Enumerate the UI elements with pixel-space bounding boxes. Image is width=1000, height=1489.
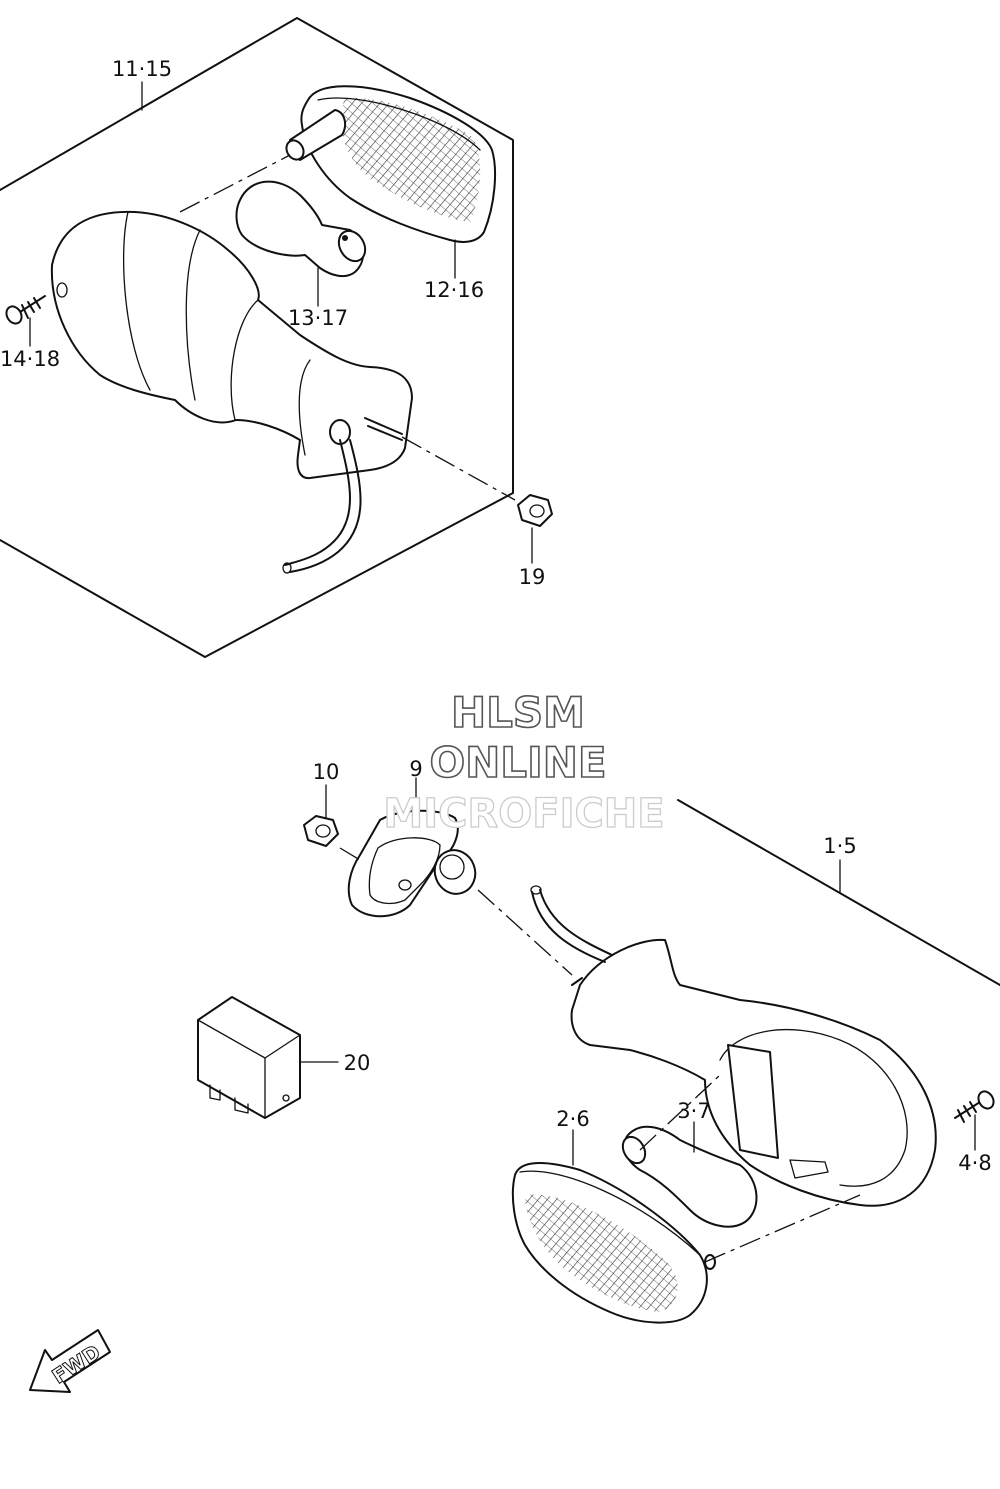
rear-wire bbox=[284, 439, 351, 566]
label-11-15: 11·15 bbox=[112, 57, 172, 81]
front-stud bbox=[571, 977, 583, 986]
rear-turn-signal-group bbox=[0, 17, 553, 658]
rear-bulb bbox=[235, 180, 365, 278]
rear-wire-outer bbox=[289, 439, 362, 573]
rear-housing-neck bbox=[230, 299, 259, 421]
label-20: 20 bbox=[344, 1051, 371, 1075]
rear-bulb-pin bbox=[342, 235, 348, 241]
label-2-6: 2·6 bbox=[556, 1107, 589, 1131]
front-lens-rim bbox=[519, 1170, 701, 1256]
front-socket-bracket bbox=[727, 1044, 779, 1159]
rear-housing bbox=[50, 210, 413, 480]
label-4-8: 4·8 bbox=[958, 1151, 991, 1175]
front-axis-lens bbox=[704, 1194, 861, 1263]
front-lens-texture bbox=[525, 1194, 678, 1312]
front-group-outline bbox=[677, 799, 1000, 986]
part-labels: 11·15 12·16 13·17 14·18 19 10 9 1·5 20 2… bbox=[0, 57, 992, 1175]
rear-screw bbox=[5, 295, 46, 325]
rear-housing-flange bbox=[298, 359, 311, 456]
rear-stud-thread bbox=[367, 425, 403, 441]
rear-nut bbox=[517, 494, 553, 527]
watermark: HLSM ONLINE MICROFICHE bbox=[383, 687, 666, 837]
front-axis-nut bbox=[339, 847, 361, 861]
rear-lens-rim bbox=[317, 97, 481, 151]
front-wire bbox=[539, 889, 613, 956]
label-13-17: 13·17 bbox=[288, 306, 348, 330]
front-bulb bbox=[623, 1125, 758, 1228]
watermark-line-3: MICROFICHE bbox=[383, 791, 664, 837]
gasket bbox=[347, 809, 477, 918]
label-9: 9 bbox=[409, 757, 422, 781]
front-turn-signal-group bbox=[197, 777, 1000, 1324]
front-axis-gasket bbox=[477, 889, 573, 976]
rear-lens-socket bbox=[289, 109, 347, 161]
rear-axis-lens bbox=[179, 154, 291, 213]
front-axis-bulb bbox=[639, 1074, 721, 1151]
rear-group-outline bbox=[0, 17, 514, 658]
front-housing-tab bbox=[789, 1159, 829, 1179]
front-wire-end bbox=[530, 885, 542, 895]
rear-socket-end bbox=[285, 139, 305, 161]
label-19: 19 bbox=[519, 565, 546, 589]
label-3-7: 3·7 bbox=[677, 1099, 710, 1123]
rear-lens-texture bbox=[341, 97, 481, 222]
label-10: 10 bbox=[313, 760, 340, 784]
label-1-5: 1·5 bbox=[823, 834, 856, 858]
rear-stud bbox=[364, 417, 403, 435]
watermark-line-1: HLSM bbox=[451, 688, 585, 737]
flasher-relay bbox=[197, 996, 301, 1119]
watermark-line-2: ONLINE bbox=[429, 738, 606, 787]
rear-housing-edge bbox=[185, 229, 201, 401]
front-screw bbox=[954, 1090, 995, 1123]
front-wire-outer bbox=[531, 891, 606, 963]
front-nut bbox=[303, 815, 339, 847]
rear-axis-nut bbox=[401, 436, 516, 501]
label-12-16: 12·16 bbox=[424, 278, 484, 302]
rear-housing-hole bbox=[56, 282, 68, 298]
rear-housing-ridge bbox=[122, 211, 151, 391]
label-14-18: 14·18 bbox=[0, 347, 60, 371]
front-housing-rim bbox=[719, 1028, 908, 1187]
rear-wire-end bbox=[282, 562, 292, 574]
fwd-arrow-icon: FWD bbox=[29, 1329, 111, 1393]
front-bulb-base bbox=[621, 1135, 647, 1165]
